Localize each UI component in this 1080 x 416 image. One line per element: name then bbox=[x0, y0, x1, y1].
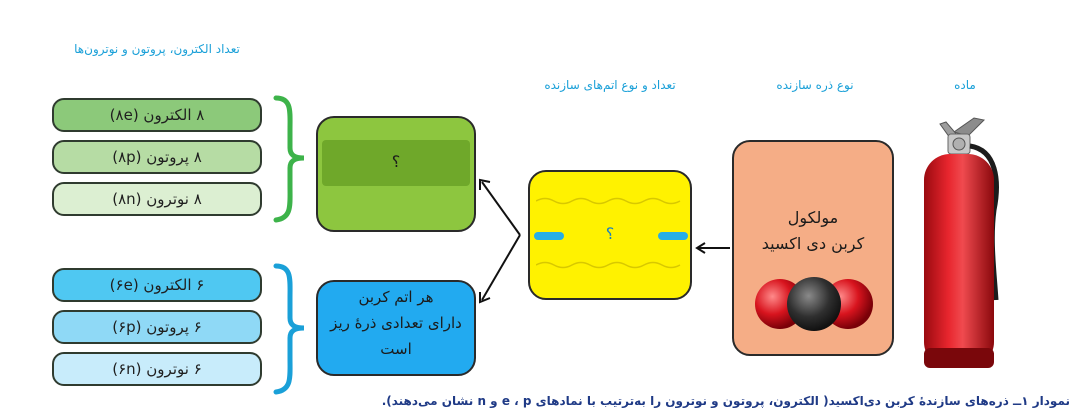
molecule-label-line1: مولکول bbox=[787, 208, 839, 227]
carbon-atom-text-line3: است bbox=[380, 340, 412, 358]
oxygen-atom-box: ؟ bbox=[316, 116, 476, 232]
header-counts: تعداد الکترون، پروتون و نوترون‌ها bbox=[74, 42, 240, 56]
molecule-label-line2: کربن دی اکسید bbox=[761, 234, 865, 253]
wavy-edge-top bbox=[536, 197, 681, 205]
proton-count-pill-oxygen: ۸ پروتون (۸p) bbox=[52, 140, 262, 174]
co2-molecule-icon bbox=[755, 277, 873, 331]
molecule-atoms-box: ؟ bbox=[528, 170, 692, 300]
electron-count-pill-oxygen: ۸ الکترون (۸e) bbox=[52, 98, 262, 132]
header-count-and-type: تعداد و نوع اتم‌های سازنده bbox=[544, 78, 676, 92]
wavy-edge-bottom bbox=[536, 261, 681, 269]
left-bond-bar bbox=[534, 232, 564, 240]
pill-label: ۶ پروتون (۶p) bbox=[112, 318, 202, 336]
fire-extinguisher-image bbox=[924, 117, 999, 368]
carbon-sphere bbox=[787, 277, 841, 331]
arrow-to-blue-box bbox=[479, 234, 521, 304]
figure-caption: نمودار ۱ــ ذره‌های سازندهٔ کربن دی‌اکسید… bbox=[381, 394, 1070, 408]
pill-label: ۶ نوترون (۶n) bbox=[112, 360, 202, 378]
pill-label: ۸ الکترون (۸e) bbox=[109, 106, 205, 124]
pill-label: ۶ الکترون (۶e) bbox=[109, 276, 205, 294]
proton-count-pill-carbon: ۶ پروتون (۶p) bbox=[52, 310, 262, 344]
electron-count-pill-carbon: ۶ الکترون (۶e) bbox=[52, 268, 262, 302]
pill-label: ۸ نوترون (۸n) bbox=[112, 190, 202, 208]
carbon-atom-box: هر اتم کربن دارای تعدادی ذرهٔ ریز است bbox=[316, 280, 476, 376]
right-bond-bar bbox=[658, 232, 688, 240]
neutron-count-pill-carbon: ۶ نوترون (۶n) bbox=[52, 352, 262, 386]
green-brace bbox=[273, 95, 305, 223]
oxygen-atom-question: ؟ bbox=[391, 152, 401, 171]
arrow-to-green-box bbox=[479, 178, 521, 236]
pill-label: ۸ پروتون (۸p) bbox=[112, 148, 202, 166]
arrow-to-yellow-box bbox=[695, 242, 730, 254]
header-substance: ماده bbox=[954, 78, 976, 92]
header-particle-type: نوع ذره سازنده bbox=[776, 78, 854, 92]
oxygen-atom-shading bbox=[322, 140, 470, 186]
molecule-box: مولکول کربن دی اکسید bbox=[732, 140, 894, 356]
neutron-count-pill-oxygen: ۸ نوترون (۸n) bbox=[52, 182, 262, 216]
carbon-atom-text-line2: دارای تعدادی ذرهٔ ریز bbox=[330, 314, 462, 332]
molecule-atoms-question: ؟ bbox=[605, 224, 615, 243]
blue-brace bbox=[273, 263, 305, 395]
carbon-atom-text-line1: هر اتم کربن bbox=[358, 288, 434, 306]
